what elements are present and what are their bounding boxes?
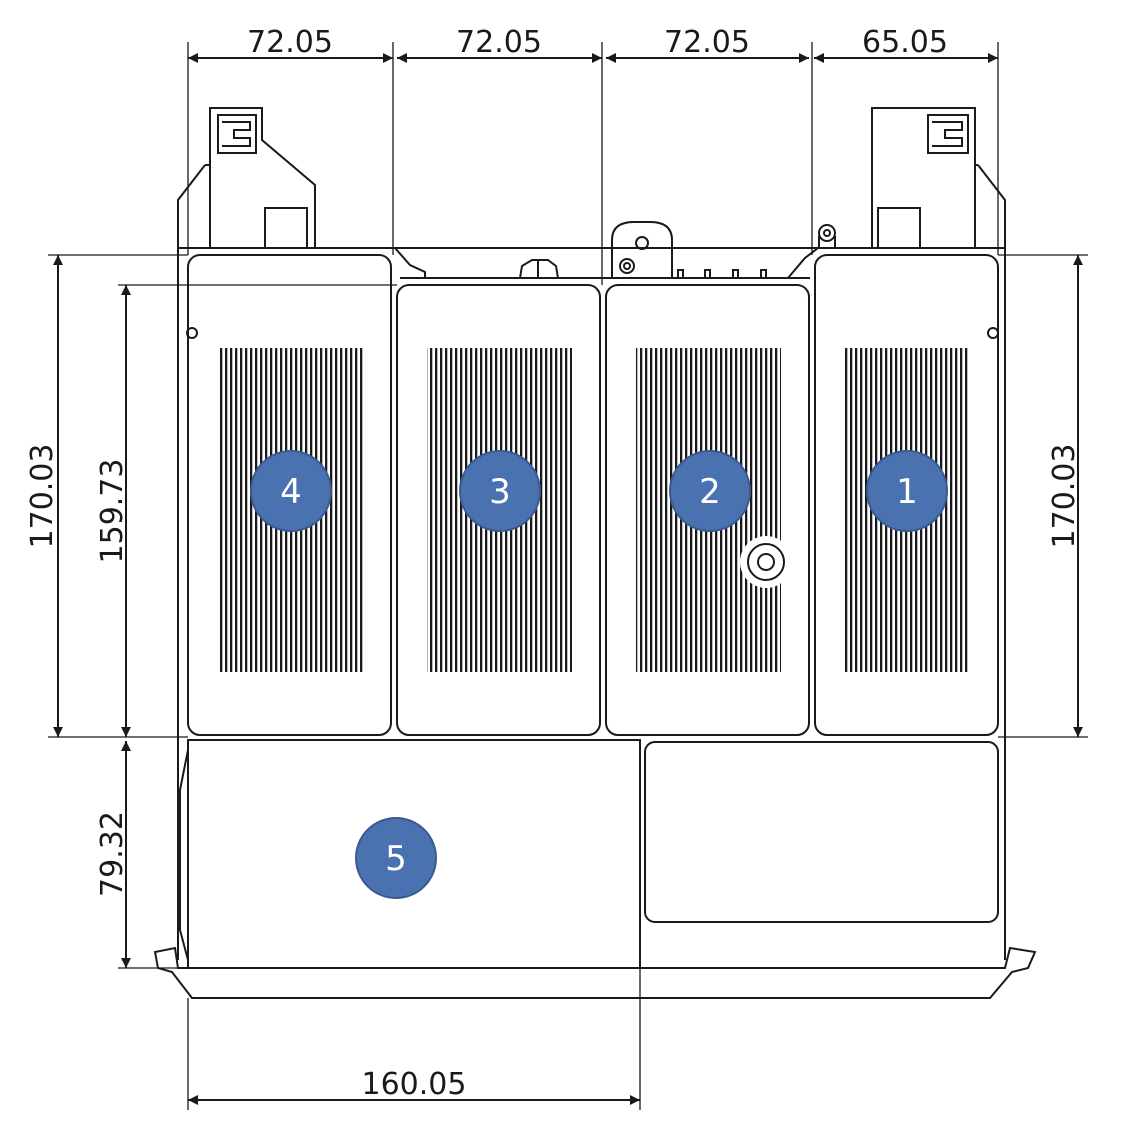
compartment-3 [396, 284, 601, 736]
svg-text:4: 4 [280, 472, 302, 512]
dimension-right: 170.03 [1047, 444, 1082, 549]
badge-4: 4 [250, 450, 332, 532]
svg-text:1: 1 [896, 472, 918, 512]
svg-text:3: 3 [489, 472, 511, 512]
side-compartment [644, 741, 999, 923]
badge-1: 1 [866, 450, 948, 532]
badge-3: 3 [459, 450, 541, 532]
dimension-lines [53, 53, 1083, 1105]
housing-outline [153, 164, 1037, 999]
screw-hole-icon [747, 543, 785, 581]
dimension-top-2: 72.05 [456, 25, 542, 60]
dimension-top-3: 72.05 [664, 25, 750, 60]
badge-5: 5 [355, 817, 437, 899]
svg-text:5: 5 [385, 839, 407, 879]
dimension-left-outer: 170.03 [25, 444, 60, 549]
top-connectors [394, 221, 836, 279]
right-mounting-bracket [871, 107, 978, 249]
dimension-bottom-height: 79.32 [95, 811, 130, 897]
dimension-bottom-width: 160.05 [362, 1067, 467, 1102]
left-mounting-bracket [205, 107, 316, 249]
svg-text:2: 2 [699, 472, 721, 512]
dimension-top-1: 72.05 [247, 25, 333, 60]
dimension-top-4: 65.05 [862, 25, 948, 60]
badge-2: 2 [669, 450, 751, 532]
dimension-left-inner: 159.73 [95, 459, 130, 564]
